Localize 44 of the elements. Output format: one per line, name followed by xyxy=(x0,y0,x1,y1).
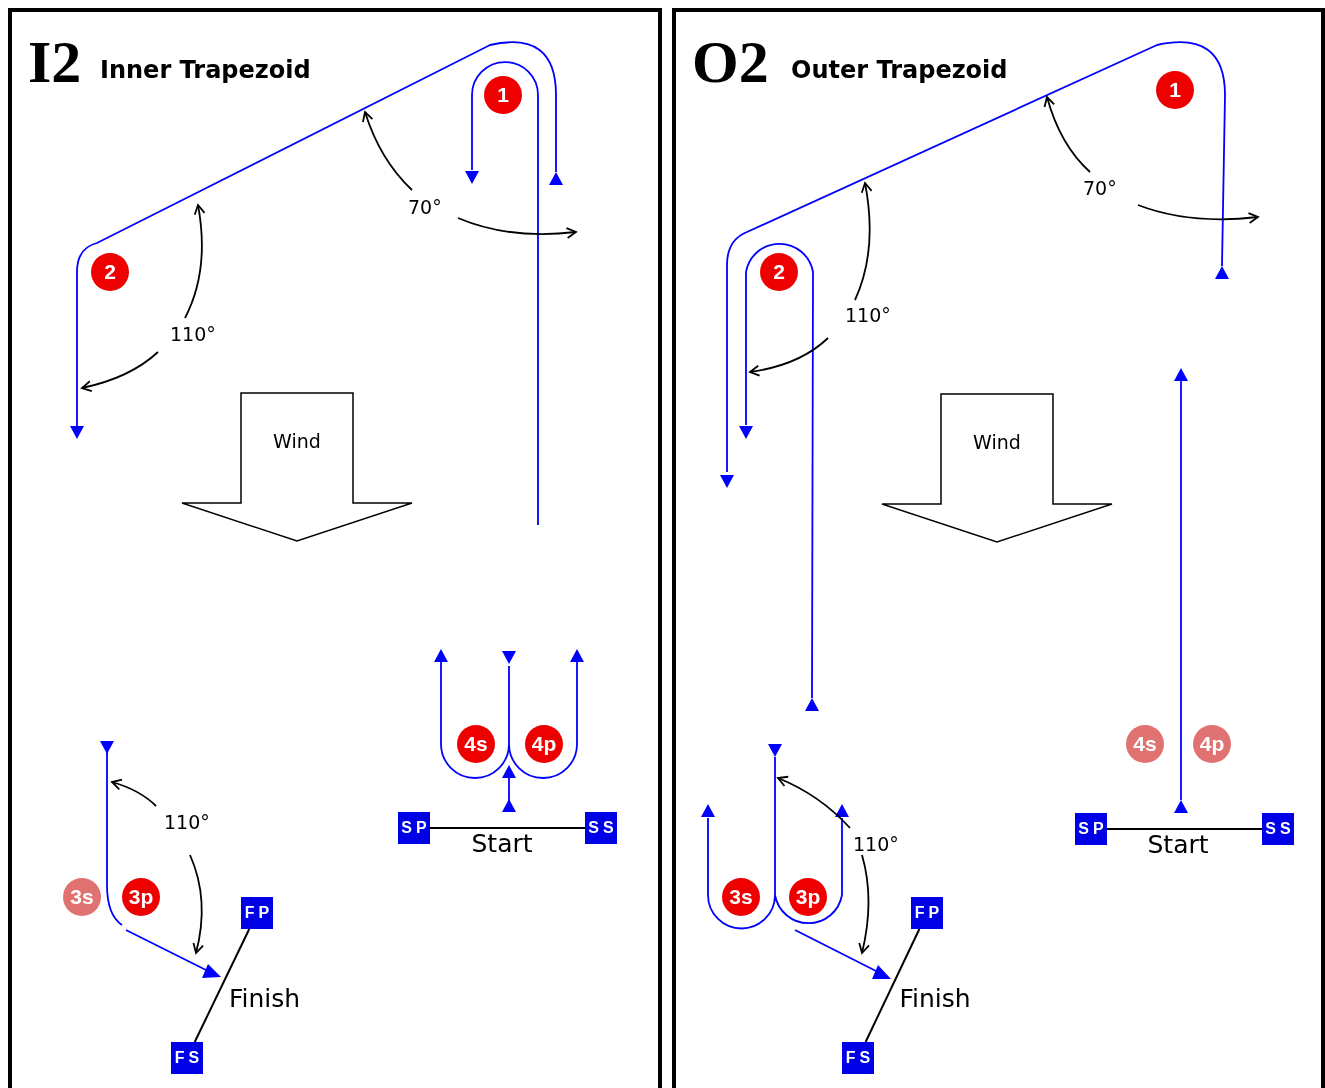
course-name: Inner Trapezoid xyxy=(100,58,311,82)
course-panel xyxy=(8,8,662,1088)
boat-marker: FP xyxy=(911,897,943,929)
angle-label: 110° xyxy=(845,306,891,325)
wind-arrow xyxy=(180,392,414,542)
angle-label: 110° xyxy=(853,835,899,854)
edge-label: Finish xyxy=(229,985,301,1011)
boat-marker: FP xyxy=(241,897,273,929)
course-mark: 3s xyxy=(722,878,760,916)
line xyxy=(193,928,251,1043)
angle-label: 110° xyxy=(164,813,210,832)
course-mark: 2 xyxy=(760,253,798,291)
course-mark: 4s xyxy=(457,725,495,763)
boat-marker: SS xyxy=(1262,813,1294,845)
course-mark: 3p xyxy=(789,878,827,916)
wind-arrow xyxy=(880,393,1114,543)
course-mark: 1 xyxy=(484,76,522,114)
edge-label: Start xyxy=(471,831,533,856)
edge-label: Finish xyxy=(899,985,971,1011)
edge-label: Start xyxy=(1147,832,1209,857)
line xyxy=(864,928,921,1043)
course-code: O2 xyxy=(692,32,769,92)
boat-marker: FS xyxy=(842,1042,874,1074)
course-mark: 1 xyxy=(1156,71,1194,109)
course-mark: 3s xyxy=(63,878,101,916)
course-mark: 4p xyxy=(1193,725,1231,763)
course-name: Outer Trapezoid xyxy=(791,58,1008,82)
wind-label: Wind xyxy=(972,431,1022,453)
boat-marker: FS xyxy=(171,1042,203,1074)
course-mark: 4s xyxy=(1126,725,1164,763)
wind-label: Wind xyxy=(272,430,322,452)
course-panel xyxy=(672,8,1325,1088)
line xyxy=(1106,828,1263,830)
boat-marker: SP xyxy=(1075,813,1107,845)
boat-marker: SS xyxy=(585,812,617,844)
boat-marker: SP xyxy=(398,812,430,844)
course-mark: 2 xyxy=(91,253,129,291)
line xyxy=(429,827,586,829)
angle-label: 70° xyxy=(408,198,442,217)
angle-label: 70° xyxy=(1083,179,1117,198)
course-mark: 3p xyxy=(122,878,160,916)
course-code: I2 xyxy=(28,32,82,92)
angle-label: 110° xyxy=(170,325,216,344)
course-mark: 4p xyxy=(525,725,563,763)
